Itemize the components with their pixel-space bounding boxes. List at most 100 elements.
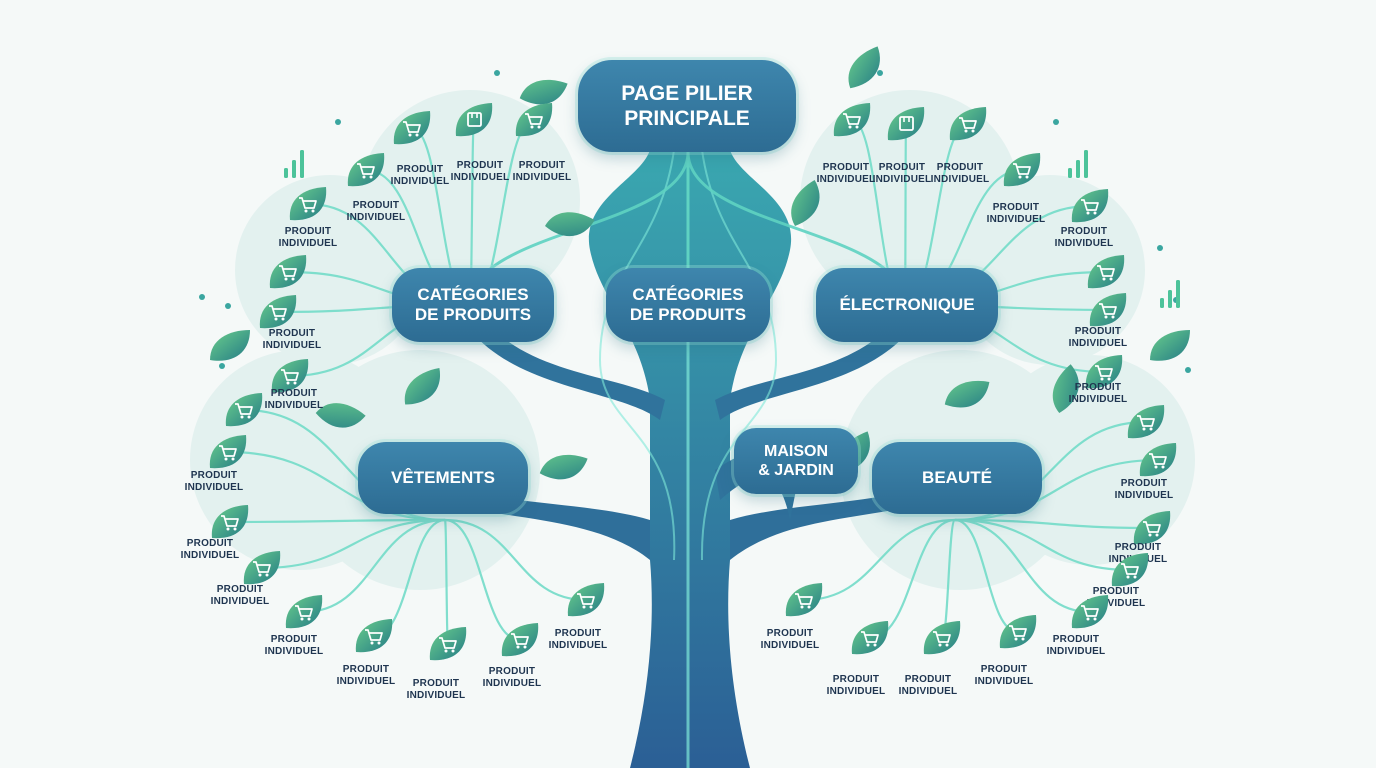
shopping-cart-icon[interactable] (208, 502, 252, 542)
product-label-line1: PRODUIT (1092, 586, 1140, 597)
product-label-line1: PRODUIT (270, 388, 318, 399)
shopping-cart-icon[interactable] (1084, 252, 1128, 292)
decorative-leaf (791, 180, 820, 226)
product-label-line1: PRODUIT (216, 584, 264, 595)
shopping-cart-icon[interactable] (564, 580, 608, 620)
shopping-cart-icon[interactable] (498, 620, 542, 660)
product-label-line2: INDIVIDUEL (390, 175, 450, 187)
product-label-line1: PRODUIT (518, 160, 566, 171)
shopping-cart-icon[interactable] (1130, 508, 1174, 548)
shopping-cart-icon[interactable] (268, 356, 312, 396)
product-label-line2: INDIVIDUEL (1086, 597, 1146, 609)
bar-chart-icon (1068, 150, 1088, 178)
product-label-line1: PRODUIT (1052, 634, 1100, 645)
category-node-electronics[interactable]: ÉLECTRONIQUE (816, 268, 998, 342)
shopping-cart-icon[interactable] (390, 108, 434, 148)
category-center-line2: DE PRODUITS (629, 305, 747, 324)
category-center-line1: CATÉGORIES (632, 284, 744, 304)
product-label-line2: INDIVIDUEL (184, 481, 244, 493)
product-label-line2: INDIVIDUEL (816, 173, 876, 185)
category-clothing-label: VÊTEMENTS (391, 467, 495, 487)
shopping-cart-icon[interactable] (848, 618, 892, 658)
product-label-line2: INDIVIDUEL (1046, 645, 1106, 657)
product-label-line2: INDIVIDUEL (264, 645, 324, 657)
decorative-leaf (519, 80, 568, 105)
pillar-page-node[interactable]: PAGE PILIER PRINCIPALE (578, 60, 796, 152)
product-label-line1: PRODUIT (284, 226, 332, 237)
shopping-cart-icon[interactable] (344, 150, 388, 190)
product-label-line1: PRODUIT (1074, 326, 1122, 337)
product-label-line1: PRODUIT (1060, 226, 1108, 237)
shopping-cart-icon[interactable] (1136, 440, 1180, 480)
shopping-cart-icon[interactable] (1082, 352, 1126, 392)
decorative-dot (1157, 245, 1163, 251)
shopping-cart-icon[interactable] (946, 104, 990, 144)
product-label-line1: PRODUIT (186, 538, 234, 549)
product-label-line2: INDIVIDUEL (986, 213, 1046, 225)
shopping-cart-icon[interactable] (352, 616, 396, 656)
category-left-line1: CATÉGORIES (417, 284, 529, 304)
shopping-cart-icon[interactable] (206, 432, 250, 472)
product-label-line1: PRODUIT (822, 162, 870, 173)
decorative-dot (335, 119, 341, 125)
product-label-line1: PRODUIT (456, 160, 504, 171)
category-node-home-garden[interactable]: MAISON & JARDIN (734, 428, 858, 494)
shopping-cart-icon[interactable] (266, 252, 310, 292)
product-label-line2: INDIVIDUEL (406, 689, 466, 701)
product-label-line2: INDIVIDUEL (346, 211, 406, 223)
shopping-cart-icon[interactable] (256, 292, 300, 332)
category-left-line2: DE PRODUITS (414, 305, 532, 324)
shopping-cart-icon[interactable] (830, 100, 874, 140)
shopping-cart-icon[interactable] (1000, 150, 1044, 190)
shopping-cart-icon[interactable] (782, 580, 826, 620)
product-label-line2: INDIVIDUEL (278, 237, 338, 249)
product-label-line2: INDIVIDUEL (1114, 489, 1174, 501)
shopping-cart-icon[interactable] (1086, 290, 1130, 330)
product-label-line2: INDIVIDUEL (1068, 393, 1128, 405)
shopping-cart-icon[interactable] (1068, 186, 1112, 226)
shopping-cart-icon[interactable] (222, 390, 266, 430)
package-icon[interactable] (452, 100, 496, 140)
category-node-beauty[interactable]: BEAUTÉ (872, 442, 1042, 514)
package-icon[interactable] (884, 104, 928, 144)
product-label-line2: INDIVIDUEL (974, 675, 1034, 687)
shopping-cart-icon[interactable] (282, 592, 326, 632)
shopping-cart-icon[interactable] (286, 184, 330, 224)
product-label-line2: INDIVIDUEL (898, 685, 958, 697)
product-label-line2: INDIVIDUEL (180, 549, 240, 561)
branch-line (954, 518, 1131, 572)
product-label-line2: INDIVIDUEL (262, 339, 322, 351)
product-label-line1: PRODUIT (878, 162, 926, 173)
product-label-line1: PRODUIT (766, 628, 814, 639)
shopping-cart-icon[interactable] (240, 548, 284, 588)
category-node-center[interactable]: CATÉGORIES DE PRODUITS (606, 268, 770, 342)
decorative-dot (877, 70, 883, 76)
shopping-cart-icon[interactable] (920, 618, 964, 658)
decorative-leaf (210, 330, 250, 361)
shopping-cart-icon[interactable] (1124, 402, 1168, 442)
shopping-cart-icon[interactable] (1068, 592, 1112, 632)
product-label-line2: INDIVIDUEL (872, 173, 932, 185)
decorative-dot (225, 303, 231, 309)
shopping-cart-icon[interactable] (512, 100, 556, 140)
category-node-clothing[interactable]: VÊTEMENTS (358, 442, 528, 514)
category-node-left[interactable]: CATÉGORIES DE PRODUITS (392, 268, 554, 342)
shopping-cart-icon[interactable] (996, 612, 1040, 652)
shopping-cart-icon[interactable] (1108, 550, 1152, 590)
shopping-cart-icon[interactable] (426, 624, 470, 664)
